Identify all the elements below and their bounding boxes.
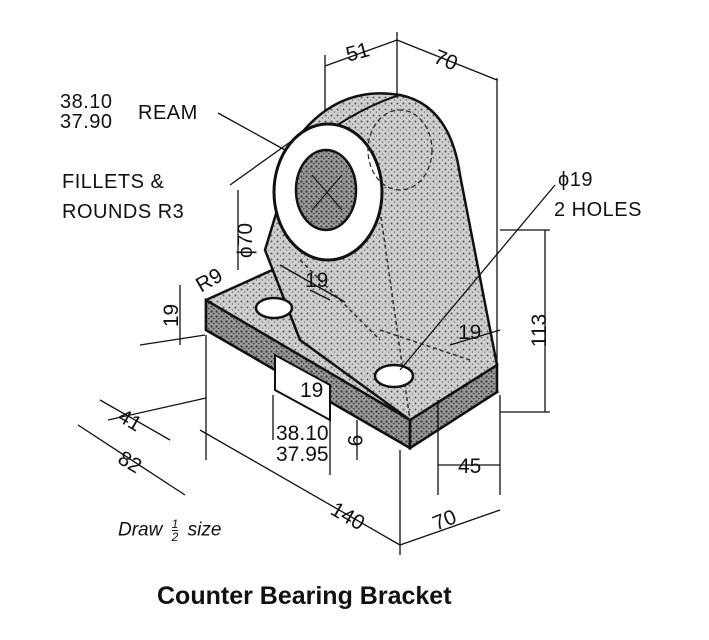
dim-113: 113 — [528, 313, 552, 348]
scale-fraction: 1 2 — [171, 517, 179, 544]
dim-19-web: 19 — [305, 269, 329, 292]
mounting-holes — [254, 296, 415, 389]
dimension-lines — [77, 32, 556, 555]
ream-upper: 38.10 — [60, 91, 113, 113]
hole-count: 2 HOLES — [554, 199, 642, 221]
slot-upper: 38.10 — [276, 422, 329, 445]
fillets-line2: ROUNDS R3 — [62, 201, 185, 223]
dim-45: 45 — [458, 455, 482, 478]
slot-tolerance: 38.10 37.95 — [276, 423, 329, 465]
bearing-boss — [272, 109, 433, 262]
dim-6: 6 — [344, 434, 368, 447]
scale-numerator: 1 — [171, 517, 179, 531]
ream-label: REAM — [138, 102, 198, 124]
ream-tolerance: 38.10 37.90 — [60, 92, 113, 132]
dim-51: 51 — [343, 38, 372, 67]
ream-lower: 37.90 — [60, 111, 113, 133]
bore-diameter: ϕ70 — [234, 222, 258, 259]
scale-denominator: 2 — [171, 530, 179, 544]
scale-note-size: size — [187, 519, 222, 541]
fillets-line1: FILLETS & — [62, 171, 165, 193]
dim-19-right: 19 — [458, 321, 482, 344]
slot-lower: 37.95 — [276, 443, 329, 466]
dim-19-front: 19 — [300, 379, 324, 402]
hole-diameter: ϕ19 — [558, 169, 593, 191]
dim-19-left: 19 — [160, 303, 184, 328]
drawing-title: Counter Bearing Bracket — [157, 582, 452, 610]
scale-note-draw: Draw — [118, 519, 163, 541]
scale-note: Draw 1 2 size — [118, 518, 221, 543]
